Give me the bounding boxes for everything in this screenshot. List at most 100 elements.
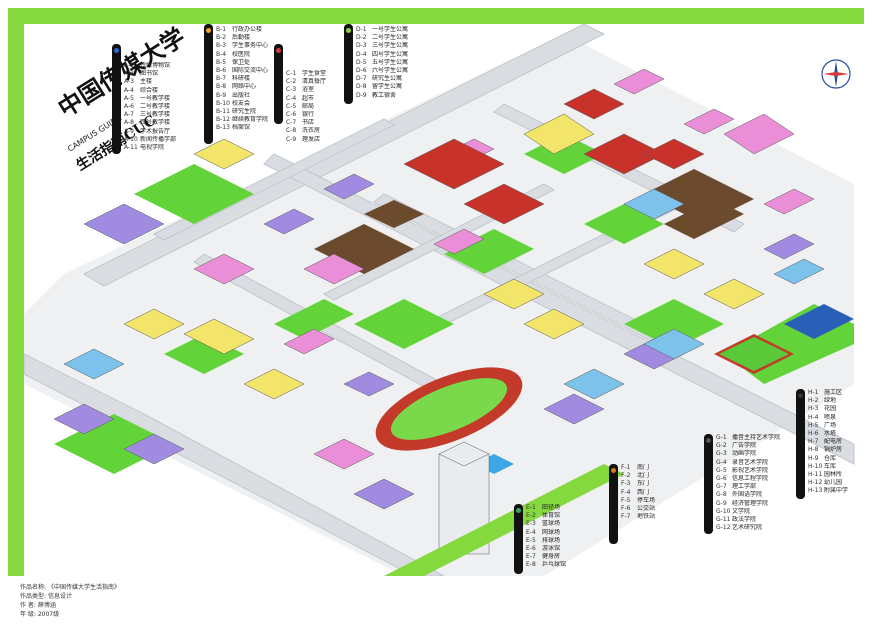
legend-item-number: A-1	[124, 62, 134, 69]
legend-item-name: 传媒博物馆	[140, 62, 171, 69]
legend-item-number: D-3	[356, 42, 367, 50]
legend-item-number: H-5	[808, 421, 819, 429]
legend-item-number: B-12	[216, 116, 230, 124]
building-yellow	[123, 113, 765, 400]
legend-item-number: B-3	[216, 42, 227, 50]
building-blue	[63, 188, 825, 400]
legend-a-color	[114, 48, 119, 53]
legend-item-name: 超市	[302, 94, 315, 102]
legend-item-number: B-5	[216, 58, 227, 66]
legend-item-name: 电视学院	[140, 144, 165, 152]
legend-item-name: 配电房	[824, 438, 843, 446]
legend-item-number: A-9	[124, 127, 134, 135]
legend-item-name: 行政办公楼	[232, 26, 263, 33]
legend-item-number: H-2	[808, 397, 819, 405]
legend-item-number: G-8	[716, 491, 727, 499]
legend-g-color	[706, 438, 711, 443]
legend-item: A-9 学术报告厅	[124, 128, 176, 136]
legend-item-name: 录音艺术学院	[732, 458, 769, 466]
legend-item-number: F-4	[621, 488, 631, 496]
legend-item-name: 学术报告厅	[140, 127, 171, 135]
legend-item-name: 北门	[637, 472, 650, 480]
legend-item-name: 一号教学楼	[140, 94, 171, 102]
legend-f-color	[611, 468, 616, 473]
legend-item-number: H-10	[808, 462, 823, 470]
legend-item-number: A-11	[124, 144, 138, 152]
legend-item-name: 篮球场	[542, 520, 561, 528]
legend-item-name: 书店	[302, 119, 315, 127]
legend-c-color	[276, 48, 281, 53]
legend-item-name: 主楼	[140, 78, 153, 86]
legend-item-name: 出版社	[232, 91, 251, 99]
legend-item-name: 网球场	[542, 528, 561, 536]
legend-item-number: C-9	[286, 135, 297, 143]
legend-item-name: 南门	[637, 464, 650, 471]
legend-item-name: 科研楼	[232, 75, 251, 83]
legend-item-number: D-6	[356, 67, 367, 75]
legend-item-name: 校友会	[232, 99, 251, 107]
legend-item-number: D-5	[356, 58, 367, 66]
legend-item-name: 邮局	[302, 102, 315, 110]
legend-e-color	[516, 508, 521, 513]
legend-item-name: 绿地	[824, 397, 837, 405]
legend-item-number: E-1	[526, 504, 536, 511]
legend-item-number: B-11	[216, 108, 230, 116]
legend-item-number: D-2	[356, 34, 367, 42]
legend-item-name: 档案馆	[232, 124, 251, 132]
legend-item-number: C-1	[286, 70, 297, 77]
legend-item-name: 地铁站	[637, 513, 656, 521]
legend-item-number: H-13	[808, 487, 823, 495]
legend-item-number: E-4	[526, 528, 536, 536]
legend-item-name: 清真餐厅	[302, 78, 327, 86]
legend-item: A-1 传媒博物馆	[124, 62, 176, 70]
credit-row-2: 作 者: 薛博涵	[20, 602, 56, 609]
legend-item-name: 一号学生公寓	[372, 26, 409, 33]
credit-row-1: 作品类型: 信息设计	[20, 593, 72, 600]
legend-item-number: G-11	[716, 516, 731, 524]
running-track	[375, 367, 523, 451]
legend-item-number: E-3	[526, 520, 536, 528]
legend-item-number: C-5	[286, 102, 297, 110]
legend-item-number: D-9	[356, 91, 367, 99]
legend-item-number: H-6	[808, 430, 819, 438]
legend-item-name: 附属中学	[824, 487, 849, 495]
legend-item-name: 幼儿园	[824, 479, 843, 487]
campus-map[interactable]	[24, 24, 864, 576]
campus-ground	[24, 34, 854, 576]
legend-item-number: H-8	[808, 446, 819, 454]
